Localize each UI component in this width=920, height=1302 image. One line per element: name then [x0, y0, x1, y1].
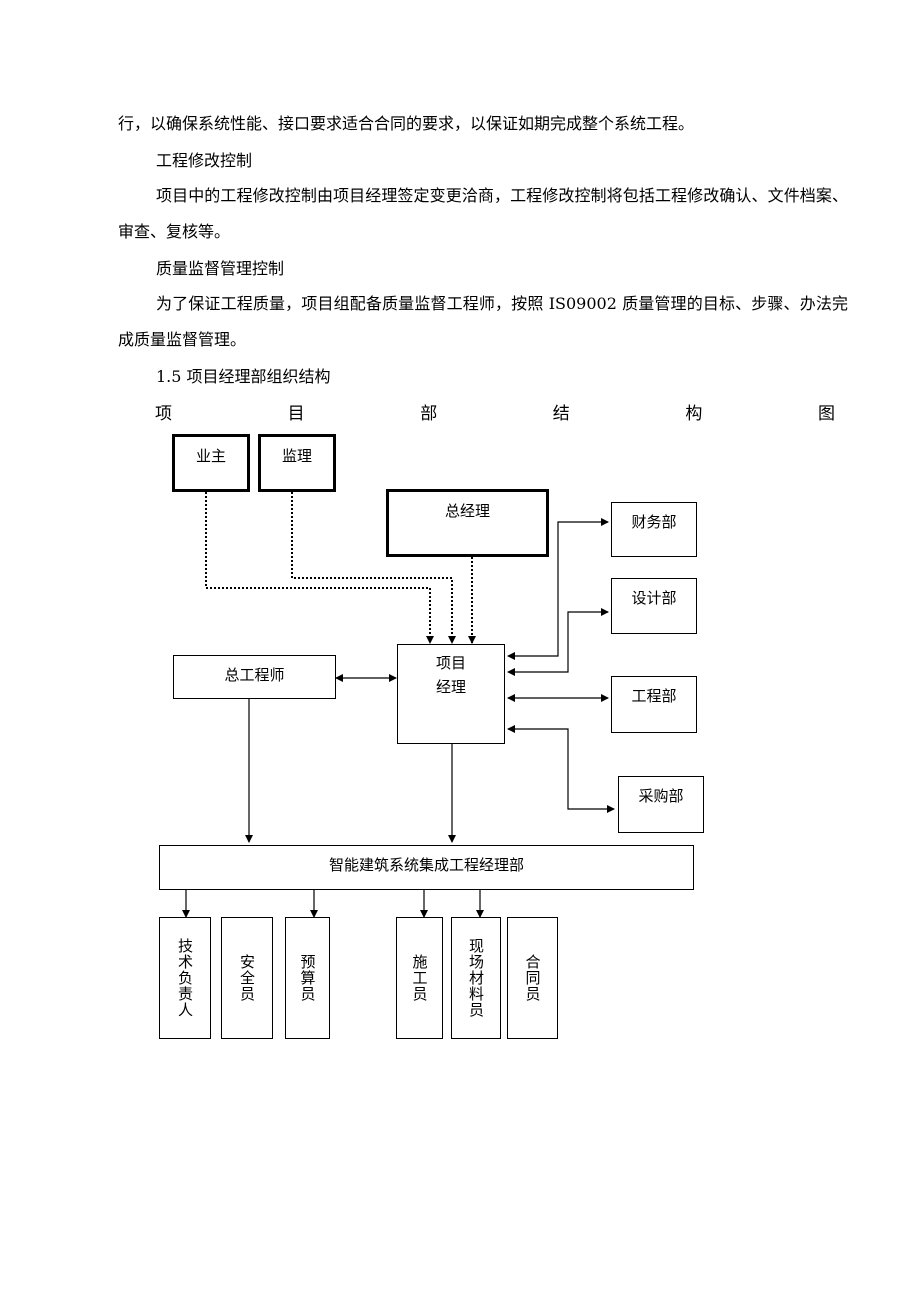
box-purchasing: 采购部 — [618, 776, 704, 833]
paragraph-2: 项目中的工程修改控制由项目经理签定变更洽商，工程修改控制将包括工程修改确认、文件… — [118, 186, 848, 241]
org-chart-title-char: 构 — [685, 404, 703, 424]
box-owner: 业主 — [172, 434, 250, 492]
box-engineering: 工程部 — [611, 676, 697, 733]
org-chart-title-char: 图 — [817, 404, 835, 424]
box-project-manager: 项目 经理 — [397, 644, 505, 744]
org-chart-title-char: 目 — [287, 404, 305, 424]
paragraph-1: 行，以确保系统性能、接口要求适合合同的要求，以保证如期完成整个系统工程。 — [118, 114, 695, 133]
org-chart-title-char: 部 — [420, 404, 438, 424]
box-finance: 财务部 — [611, 502, 697, 557]
box-safety-officer: 安全员 — [221, 917, 273, 1039]
box-tech-lead: 技术负责人 — [159, 917, 211, 1039]
box-general-manager: 总经理 — [386, 489, 549, 557]
box-materials-officer: 现场材料员 — [451, 917, 501, 1039]
box-budget-officer: 预算员 — [285, 917, 330, 1039]
box-dept: 智能建筑系统集成工程经理部 — [159, 845, 694, 890]
line-pm-purchasing — [507, 725, 615, 813]
heading-modification-control: 工程修改控制 — [156, 151, 253, 170]
box-design: 设计部 — [611, 578, 697, 634]
org-chart-title-char: 结 — [552, 404, 570, 424]
heading-org-structure: 1.5 项目经理部组织结构 — [156, 367, 331, 386]
heading-quality-control: 质量监督管理控制 — [156, 259, 285, 278]
org-chart-title: 项 目 部 结 构 图 — [155, 399, 835, 424]
dotted-line-owner — [205, 492, 434, 644]
box-supervisor: 监理 — [258, 434, 336, 492]
box-construction-officer: 施工员 — [396, 917, 443, 1039]
box-contract-officer: 合同员 — [507, 917, 558, 1039]
box-chief-engineer: 总工程师 — [173, 655, 336, 699]
org-chart-title-char: 项 — [155, 404, 172, 424]
line-pm-design — [507, 608, 609, 676]
paragraph-3: 为了保证工程质量，项目组配备质量监督工程师，按照 IS09002 质量管理的目标… — [118, 294, 848, 349]
dotted-line-supervisor — [291, 492, 456, 644]
